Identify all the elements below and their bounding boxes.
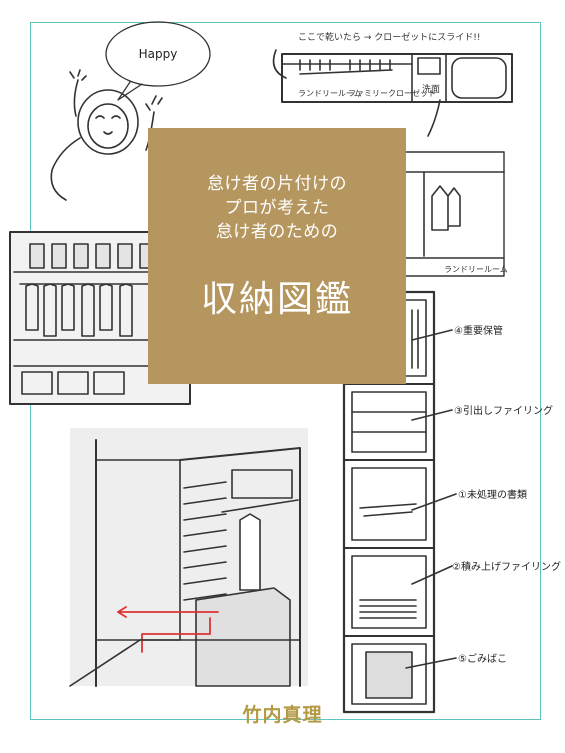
plan-label-laundry: ランドリールーム bbox=[298, 89, 362, 98]
closet-sketch-right: ランドリールーム bbox=[403, 151, 508, 277]
shelf-label-4: ④重要保管 bbox=[454, 324, 503, 337]
closet-label: ランドリールーム bbox=[444, 265, 508, 274]
shelf-label-1: ①未処理の書類 bbox=[458, 488, 527, 501]
tagline-line-3: 怠け者のための bbox=[215, 222, 339, 242]
shelf-label-2: ②積み上げファイリング bbox=[452, 560, 561, 573]
plan-label-closet: ファミリークローゼット bbox=[348, 88, 436, 98]
title-box: 怠け者の片付けの プロが考えた 怠け者のための 収納図鑑 bbox=[148, 128, 406, 384]
speech-bubble: Happy bbox=[105, 21, 211, 101]
speech-bubble-text: Happy bbox=[139, 47, 178, 61]
book-title: 収納図鑑 bbox=[200, 279, 353, 320]
tagline-line-2: プロが考えた bbox=[224, 198, 330, 218]
shelf-label-5: ⑤ごみばこ bbox=[458, 652, 507, 665]
walkin-closet-sketch bbox=[69, 428, 308, 687]
tagline: 怠け者の片付けの プロが考えた 怠け者のための bbox=[148, 172, 406, 244]
sloth-character-icon bbox=[50, 69, 163, 201]
plan-label-washroom: 洗面 bbox=[422, 83, 440, 95]
plan-note: ここで乾いたら → クローゼットにスライド!! bbox=[298, 31, 480, 43]
tagline-line-1: 怠け者の片付けの bbox=[207, 174, 347, 194]
floor-plan-sketch: ここで乾いたら → クローゼットにスライド!! ランドリールーム ファミリークロ… bbox=[272, 31, 513, 137]
author-name: 竹内真理 bbox=[242, 704, 323, 726]
shelf-label-3: ③引出しファイリング bbox=[454, 404, 553, 417]
